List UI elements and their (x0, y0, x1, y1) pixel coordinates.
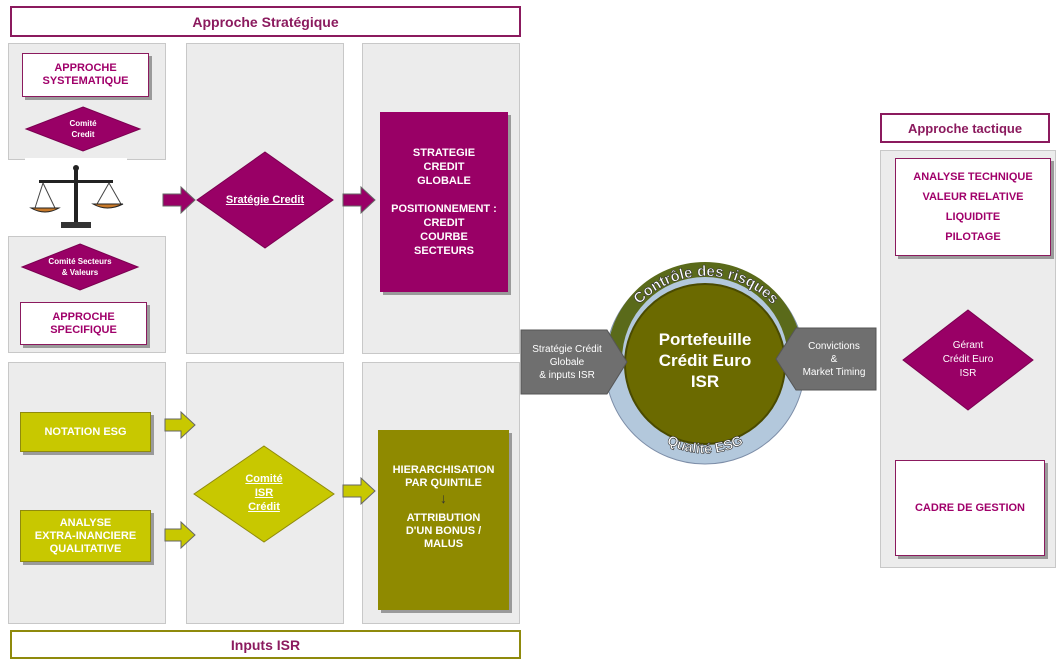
down-arrow-icon: ↓ (440, 490, 447, 506)
arrow-from-notation-esg (164, 410, 196, 440)
arrow-right-line1: Convictions (808, 340, 860, 352)
tactique-item-4: PILOTAGE (945, 231, 1001, 243)
strategie-line1a: STRATEGIE (412, 147, 476, 159)
gerant-line3: ISR (959, 368, 977, 379)
arrow-to-hierarchisation (342, 476, 376, 506)
positionnement-line1: POSITIONNEMENT : (391, 203, 497, 215)
cadre-de-gestion-box: CADRE DE GESTION (895, 460, 1045, 556)
comite-credit-diamond (24, 106, 142, 152)
tactique-item-3: LIQUIDITE (945, 211, 1001, 223)
comite-credit-label: Comité Credit (46, 114, 120, 144)
approche-systematique-line2: SYSTEMATIQUE (42, 75, 129, 87)
panel-bottom-left (8, 362, 166, 624)
hierarchisation-line2: PAR QUINTILE (405, 477, 482, 489)
hierarchisation-line1: HIERARCHISATION (392, 464, 495, 476)
attribution-line2: D'UN BONUS / (405, 525, 482, 537)
tactique-item-1: ANALYSE TECHNIQUE (913, 171, 1033, 183)
notation-esg-box: NOTATION ESG (20, 412, 151, 452)
positionnement-line4: SECTEURS (414, 245, 474, 257)
arrow-right-line3: Market Timing (802, 366, 866, 378)
balance-scale-icon (29, 165, 124, 228)
portefeuille-title: Portefeuille Crédit Euro ISR (630, 320, 780, 400)
approche-specifique-line1: APPROCHE (52, 310, 115, 323)
portefeuille-line2: Crédit Euro (658, 350, 752, 370)
gerant-label: Gérant Crédit Euro ISR (928, 335, 1008, 385)
comite-secteurs-diamond (20, 243, 140, 291)
gerant-diamond (902, 309, 1034, 411)
gerant-line2: Crédit Euro (942, 354, 994, 365)
portefeuille-circle: Contrôle des risques Qualité ESG (604, 262, 806, 465)
comite-isr-line3: Crédit (248, 501, 280, 513)
positionnement-line2: CREDIT (423, 217, 465, 229)
arrow-to-strategie-credit (162, 185, 196, 215)
approche-specifique-box: APPROCHE SPECIFIQUE (20, 302, 147, 345)
arrow-right-grey (775, 327, 877, 391)
balance-scale-image (25, 158, 127, 236)
comite-isr-diamond (193, 445, 335, 543)
header-approche-tactique: Approche tactique (880, 113, 1050, 143)
strategie-line1c: GLOBALE (417, 175, 471, 187)
attribution-line1: ATTRIBUTION (406, 512, 481, 524)
arrow-left-line2: Globale (549, 356, 585, 368)
hierarchisation-box: HIERARCHISATION PAR QUINTILE ↓ ATTRIBUTI… (378, 430, 509, 610)
arrow-left-line3: & inputs ISR (539, 369, 595, 381)
approche-systematique-line1: APPROCHE (54, 62, 117, 74)
arrow-left-grey (520, 329, 628, 395)
analyse-line1: ANALYSE (59, 516, 112, 529)
approche-specifique-line2: SPECIFIQUE (50, 323, 117, 336)
gerant-line1: Gérant (952, 340, 984, 351)
comite-credit-line1: Comité (69, 119, 97, 128)
analyse-line3: QUALITATIVE (49, 542, 122, 555)
portefeuille-line3: ISR (690, 371, 720, 391)
arrow-from-analyse (164, 520, 196, 550)
tactique-item-2: VALEUR RELATIVE (922, 191, 1024, 203)
analyse-extra-financiere-box: ANALYSE EXTRA-INANCIERE QUALITATIVE (20, 510, 151, 562)
strategie-line1b: CREDIT (423, 161, 465, 173)
tactique-items-box: ANALYSE TECHNIQUE VALEUR RELATIVE LIQUID… (895, 158, 1051, 256)
strategie-credit-globale-box: STRATEGIE CREDIT GLOBALE POSITIONNEMENT … (380, 112, 508, 292)
comite-secteurs-label: Comité Secteurs & Valeurs (36, 252, 124, 282)
header-approche-strategique: Approche Stratégique (10, 6, 521, 37)
portefeuille-line1: Portefeuille (658, 329, 752, 349)
arrow-right-line2: & (830, 353, 838, 365)
comite-isr-line2: ISR (254, 487, 274, 499)
arrow-to-strategie-box (342, 185, 376, 215)
comite-isr-line1: Comité (245, 473, 283, 485)
header-inputs-isr: Inputs ISR (10, 630, 521, 659)
positionnement-line3: COURBE (420, 231, 468, 243)
comite-secteurs-line1: Comité Secteurs (48, 257, 112, 266)
arrow-right-label: Convictions & Market Timing (792, 331, 876, 387)
strategie-credit-diamond (196, 151, 334, 249)
comite-isr-label: Comité ISR Crédit (234, 468, 294, 518)
approche-systematique-box: APPROCHE SYSTEMATIQUE (22, 53, 149, 97)
comite-credit-line2: Credit (71, 130, 95, 139)
comite-secteurs-line2: & Valeurs (61, 268, 99, 277)
arrow-left-line1: Stratégie Crédit (532, 343, 602, 355)
arrow-left-label: Stratégie Crédit Globale & inputs ISR (524, 333, 610, 391)
analyse-line2: EXTRA-INANCIERE (34, 529, 137, 542)
strategie-credit-label: Sratégie Credit (225, 194, 305, 206)
attribution-line3: MALUS (423, 538, 464, 550)
